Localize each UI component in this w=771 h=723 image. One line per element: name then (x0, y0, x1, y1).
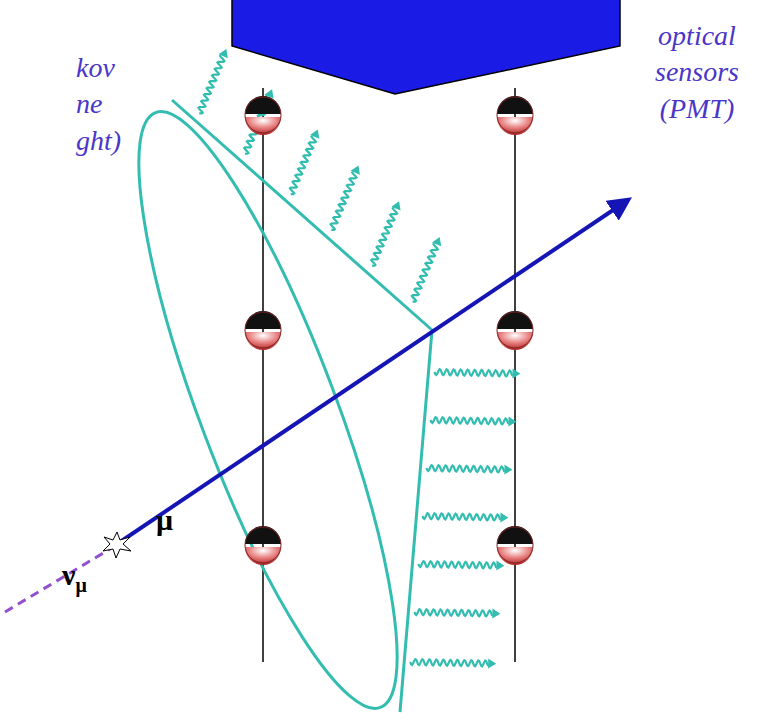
particle-label: μ (156, 505, 196, 535)
photon-group (198, 49, 520, 669)
photon-head (508, 417, 516, 427)
photon-wave (422, 513, 500, 520)
photon-wave (434, 369, 512, 376)
photon-head (500, 513, 508, 523)
pmt-sensor (245, 311, 281, 350)
photon-head (496, 561, 504, 571)
photon-head (219, 49, 228, 58)
pmt-sensor (497, 526, 533, 565)
photon-wave (371, 208, 397, 266)
muon-track (117, 200, 628, 544)
neutrino-track (5, 549, 110, 612)
photon-head (512, 369, 520, 379)
photon-wave (414, 609, 492, 616)
detector-banner (232, 0, 620, 94)
photon-head (391, 201, 400, 210)
cherenkov-ring (92, 88, 444, 723)
photon-head (351, 165, 360, 174)
photon-wave (430, 417, 508, 424)
pmt-sensor (497, 311, 533, 350)
interaction-star (103, 532, 131, 558)
pmt-sensor (245, 526, 281, 565)
photon-wave (198, 55, 224, 113)
annotation-label: kov ne ght) (76, 50, 138, 159)
particle-label: νμ (62, 560, 132, 595)
photon-wave (412, 244, 438, 302)
photon-head (504, 465, 512, 475)
photon-head (492, 609, 500, 619)
photon-head (310, 130, 319, 139)
photon-head (432, 237, 441, 246)
annotation-label: optical sensors (PMT) (632, 18, 762, 127)
photon-wave (410, 659, 488, 666)
photon-wave (331, 172, 357, 230)
pmt-sensor (497, 96, 533, 135)
pmt-sensor (245, 96, 281, 135)
cherenkov-cone (172, 100, 432, 712)
photon-head (488, 659, 496, 669)
photon-wave (426, 465, 504, 472)
photon-wave (418, 561, 496, 568)
photon-wave (290, 136, 316, 194)
string-line (262, 88, 264, 662)
